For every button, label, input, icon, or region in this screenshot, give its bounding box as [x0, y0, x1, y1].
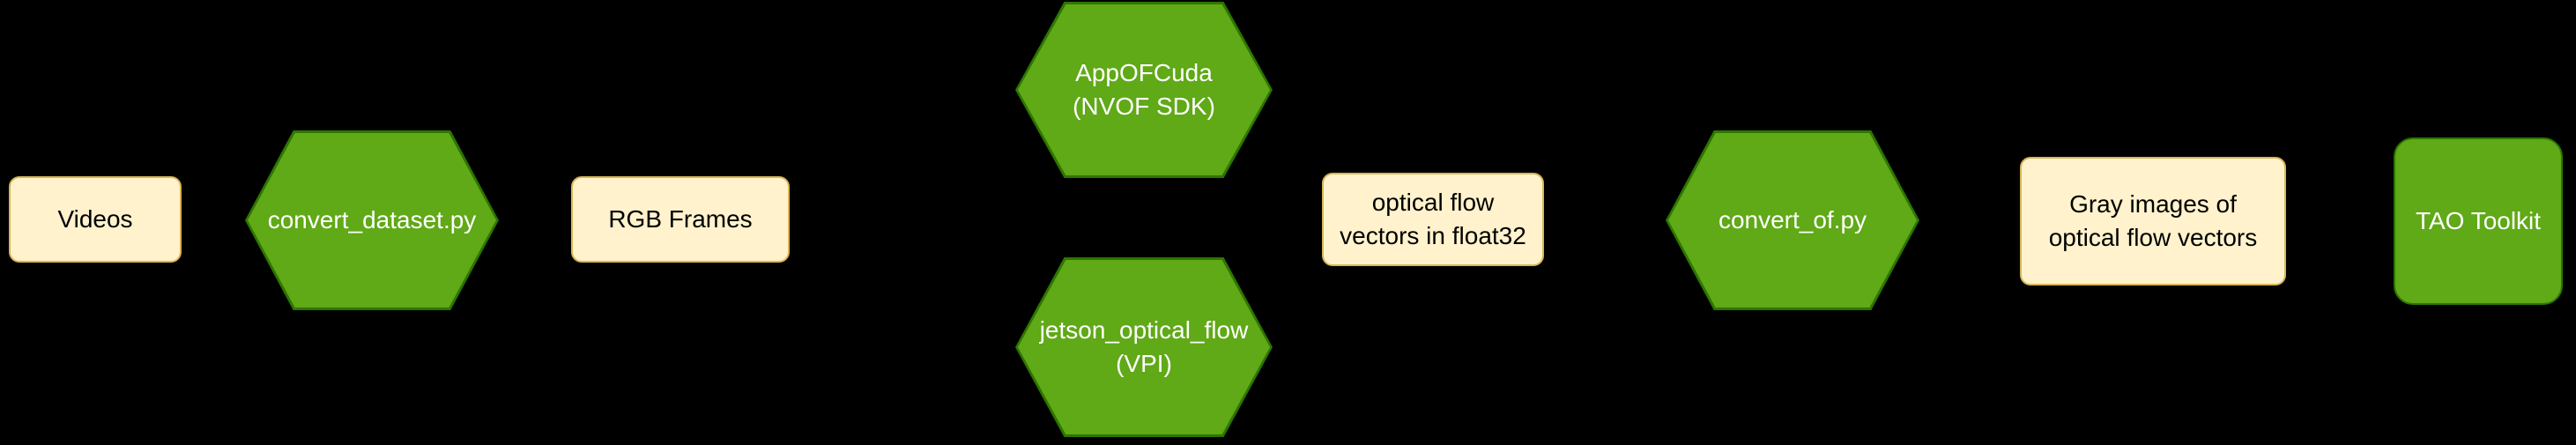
- node-appofcuda: AppOFCuda (NVOF SDK): [1015, 2, 1273, 178]
- node-convert-of: convert_of.py: [1666, 130, 1919, 310]
- node-gray-images: Gray images of optical flow vectors: [2020, 157, 2286, 286]
- node-tao-toolkit-label: TAO Toolkit: [2415, 207, 2542, 235]
- node-jetson-optical-flow-label: jetson_optical_flow (VPI): [1039, 316, 1249, 377]
- node-tao-toolkit: TAO Toolkit: [2394, 137, 2563, 305]
- node-appofcuda-label: AppOFCuda (NVOF SDK): [1073, 59, 1215, 120]
- node-jetson-optical-flow: jetson_optical_flow (VPI): [1015, 257, 1273, 437]
- node-rgb-frames-label: RGB Frames: [608, 205, 753, 234]
- node-videos: Videos: [9, 176, 182, 263]
- node-gray-images-label: Gray images of optical flow vectors: [2048, 190, 2258, 251]
- node-convert-dataset-label: convert_dataset.py: [267, 206, 477, 234]
- hexagon-fill: [1018, 260, 1270, 434]
- hexagon-fill: [1668, 133, 1917, 308]
- hexagon-fill: [248, 133, 496, 308]
- node-rgb-frames: RGB Frames: [571, 176, 790, 263]
- node-convert-of-label: convert_of.py: [1718, 206, 1867, 234]
- hexagon-fill: [1018, 4, 1270, 175]
- node-convert-dataset: convert_dataset.py: [245, 130, 499, 310]
- node-videos-label: Videos: [57, 205, 133, 234]
- node-optical-flow-vectors-label: optical flow vectors in float32: [1340, 189, 1526, 249]
- node-optical-flow-vectors: optical flow vectors in float32: [1322, 173, 1544, 266]
